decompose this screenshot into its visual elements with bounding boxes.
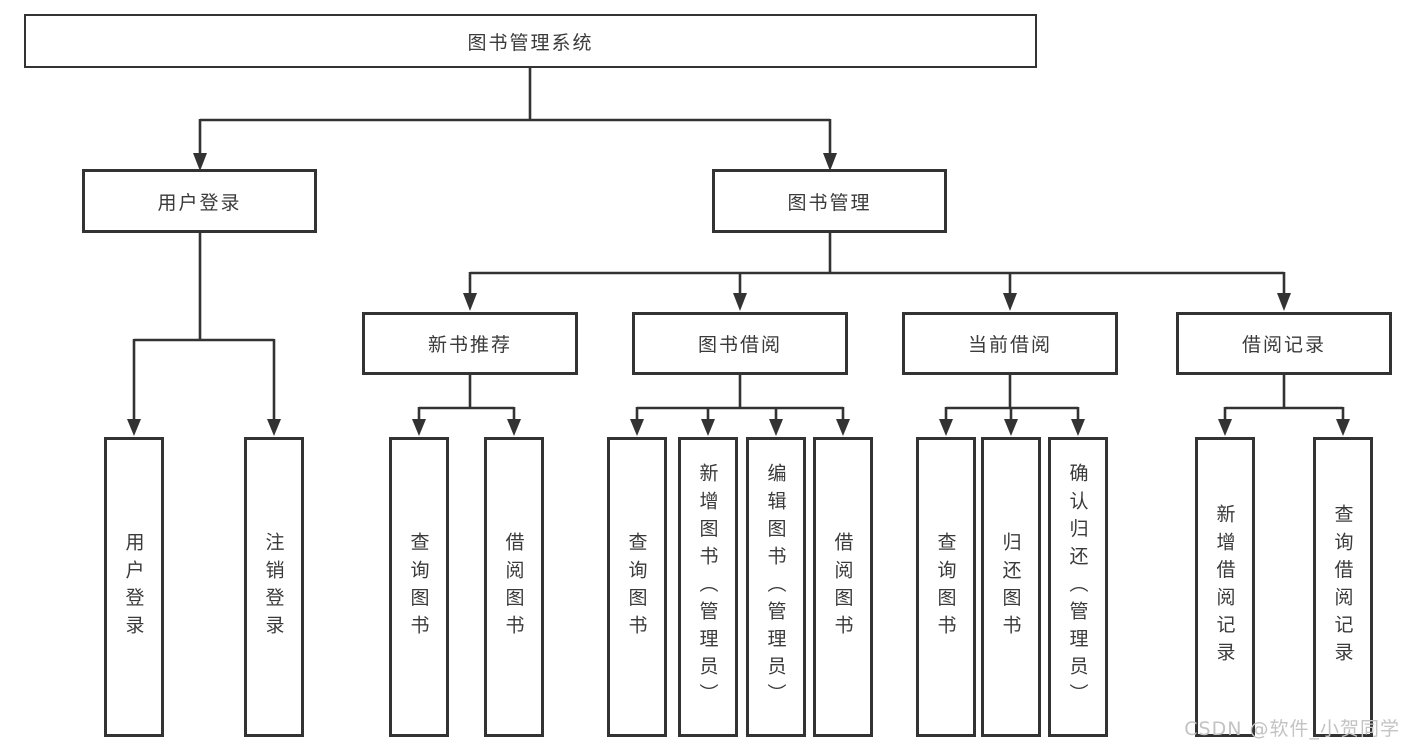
node-label: 当前借阅 [967,334,1052,356]
node-label: 查询图书 [407,531,430,643]
node-newbook-query-books: 查询图书 [389,437,449,737]
node-label: 借阅图书 [502,531,525,643]
node-label: 编辑图书（管理员） [764,463,787,711]
node-label: 新增借阅记录 [1213,504,1236,670]
node-book-management: 图书管理 [712,169,947,233]
connector-root-to-level2 [193,67,837,171]
connector-current-to-children [939,375,1085,436]
connector-management-to-level3 [463,233,1291,311]
node-label: 确认归还（管理员） [1066,463,1089,711]
node-label: 借阅记录 [1241,334,1326,356]
node-current-query-books: 查询图书 [916,437,976,737]
node-query-borrow-record: 查询借阅记录 [1313,437,1373,737]
node-label: 用户登录 [122,531,145,643]
node-confirm-return-admin: 确认归还（管理员） [1048,437,1108,737]
connector-borrowing-to-children [630,375,850,436]
node-label: 用户登录 [157,191,242,214]
node-label: 图书借阅 [697,334,782,356]
connector-login-to-children [127,233,281,436]
node-book-borrowing: 图书借阅 [632,312,848,375]
csdn-watermark: CSDN @软件_小贺同学 [1184,718,1400,740]
node-library-management-system: 图书管理系统 [24,14,1037,68]
connector-newbook-to-children [412,375,521,436]
node-new-book-recommend: 新书推荐 [362,312,578,375]
node-edit-books-admin: 编辑图书（管理员） [746,437,806,737]
node-borrowing-query-books: 查询图书 [607,437,667,737]
node-borrowing-borrow-books: 借阅图书 [813,437,873,737]
node-newbook-borrow-books: 借阅图书 [484,437,544,737]
node-label: 新书推荐 [427,334,512,356]
node-borrow-records: 借阅记录 [1176,312,1392,375]
node-user-login: 用户登录 [82,169,317,233]
node-user-login-action: 用户登录 [104,437,164,737]
node-label: 新增图书（管理员） [696,463,719,711]
node-label: 图书管理系统 [467,31,594,54]
node-logout-action: 注销登录 [244,437,304,737]
node-label: 注销登录 [262,531,285,643]
node-label: 图书管理 [787,191,872,214]
node-label: 查询图书 [625,531,648,643]
node-label: 借阅图书 [831,531,854,643]
node-label: 查询图书 [934,531,957,643]
node-label: 查询借阅记录 [1331,504,1354,670]
node-add-borrow-record: 新增借阅记录 [1195,437,1255,737]
node-return-books: 归还图书 [981,437,1041,737]
node-label: 归还图书 [999,531,1022,643]
connector-records-to-children [1218,375,1350,436]
node-add-books-admin: 新增图书（管理员） [678,437,738,737]
node-current-borrowing: 当前借阅 [902,312,1118,375]
